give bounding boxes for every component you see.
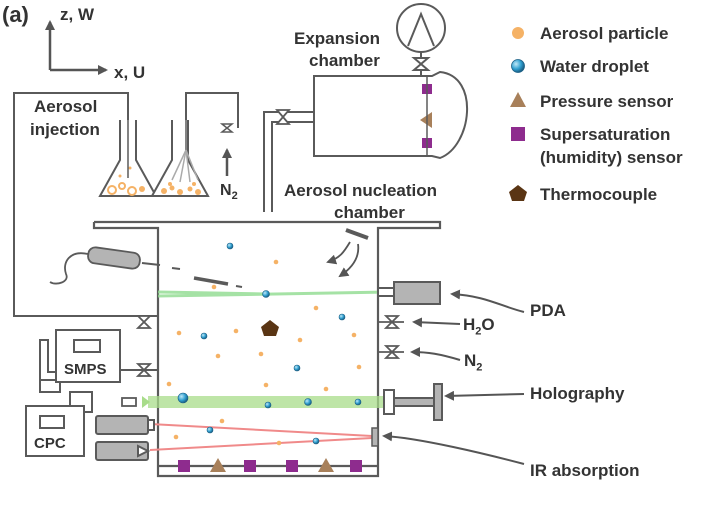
aerosol-injection-line1: Aerosol — [34, 97, 98, 116]
purple-square-icon — [511, 127, 525, 141]
aerosol-particles — [166, 259, 362, 446]
expansion-valve-icon — [275, 109, 291, 125]
panel-label: (a) — [2, 2, 29, 27]
z-axis-label: z, W — [60, 5, 94, 24]
pda-laser-icon — [49, 246, 243, 288]
pda-beam — [157, 290, 393, 298]
x-axis-label: x, U — [114, 63, 146, 82]
nucleation-title-line2: chamber — [334, 203, 405, 222]
ir-absorption-label: IR absorption — [530, 461, 640, 480]
thermocouple-probe-icon — [326, 228, 369, 278]
pda-receiver-icon — [377, 281, 441, 305]
h2o-valve-icon — [378, 315, 404, 329]
holography-label: Holography — [530, 384, 625, 403]
pda-label: PDA — [530, 301, 566, 320]
ir-source-icon — [95, 415, 155, 435]
left-valve-top-icon — [135, 315, 153, 329]
n2-right-label: N2 — [464, 351, 483, 374]
ir-beam — [149, 423, 373, 451]
holography-beam-tip — [142, 396, 150, 408]
blue-sphere-icon — [511, 59, 525, 73]
thermocouple-icon — [261, 320, 279, 336]
nucleation-chamber — [92, 220, 442, 478]
expansion-pipe — [263, 111, 314, 212]
orange-dot-icon — [512, 27, 524, 39]
holography-camera-icon — [383, 383, 443, 421]
aerosol-injection-line2: injection — [30, 120, 100, 139]
water-droplets — [177, 242, 362, 445]
ir-detector-icon — [95, 441, 151, 461]
expansion-title-line1: Expansion — [294, 29, 380, 48]
legend-icons — [509, 27, 527, 201]
pressure-sensor-icon — [420, 112, 432, 128]
bottom-sensor-row — [178, 458, 362, 472]
flask-right-icon — [150, 93, 210, 197]
ir-mirror-icon — [371, 427, 379, 447]
expansion-chamber — [313, 70, 469, 160]
axes-icon — [45, 20, 108, 75]
cpc-label: CPC — [34, 435, 66, 452]
pump-icon — [396, 3, 446, 76]
holography-source-icon — [121, 397, 137, 407]
h2o-label: H2O — [463, 315, 495, 338]
holography-beam — [148, 396, 384, 408]
label-arrows — [382, 289, 525, 465]
n2-inlet-valve-icon — [219, 123, 235, 133]
brown-triangle-icon — [510, 92, 526, 107]
smps-label: SMPS — [64, 361, 107, 378]
expansion-title-line2: chamber — [309, 51, 380, 70]
cpc-box — [25, 391, 93, 457]
smps-box — [39, 329, 158, 393]
flask-left-icon — [98, 93, 158, 197]
n2-valve-icon — [378, 345, 404, 359]
nucleation-title-line1: Aerosol nucleation — [284, 181, 438, 200]
dark-pentagon-icon — [509, 185, 527, 201]
n2-inlet-label: N2 — [220, 182, 238, 203]
